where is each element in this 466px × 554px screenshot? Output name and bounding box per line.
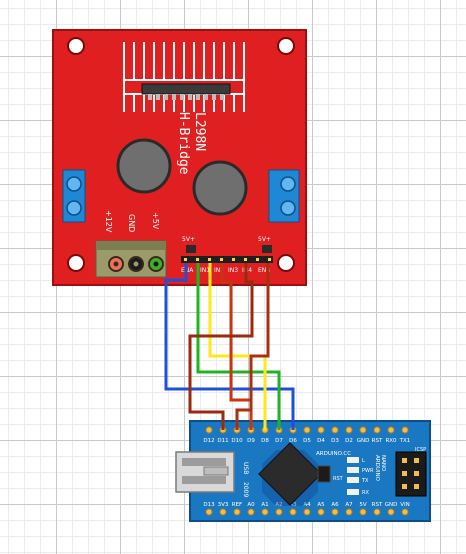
nano-pin-a6: A6 bbox=[331, 502, 339, 508]
motor-terminal-b bbox=[268, 169, 300, 223]
chip-pins bbox=[148, 94, 224, 100]
l298n-board: L298N H-Bridge +12V GND +5V bbox=[52, 29, 307, 286]
nano-pin-d11: D11 bbox=[217, 438, 228, 444]
led-pwr bbox=[347, 467, 359, 473]
l298n-pcb bbox=[52, 29, 307, 286]
led-label-rx: RX bbox=[362, 490, 369, 496]
capacitor-right bbox=[192, 160, 248, 216]
nano-pin-3v3: 3V3 bbox=[218, 502, 229, 508]
nano-top-pads bbox=[205, 426, 409, 434]
nano-pin-d13: D13 bbox=[203, 502, 215, 508]
control-header bbox=[181, 256, 273, 263]
led-tx bbox=[347, 477, 359, 483]
nano-pin-d10: D10 bbox=[231, 438, 243, 444]
driver-subtitle: H-Bridge bbox=[176, 112, 191, 175]
icsp-header bbox=[395, 451, 427, 497]
nano-pin-d7: D7 bbox=[275, 438, 283, 444]
nano-bottom-pads bbox=[205, 508, 409, 516]
nano-pin-a0: A0 bbox=[247, 502, 255, 508]
nano-pin-d6: D6 bbox=[289, 438, 297, 444]
nano-pin-d12: D12 bbox=[203, 438, 214, 444]
pin-label-enb: ENB bbox=[258, 267, 270, 274]
nano-pin-d2: D2 bbox=[345, 438, 353, 444]
nano-pin-d9: D9 bbox=[247, 438, 255, 444]
nano-pin-gnd-bottom: GND bbox=[385, 502, 398, 508]
led-label-l: L bbox=[362, 458, 365, 464]
nano-pin-rx0: RX0 bbox=[385, 438, 397, 444]
arduino-nano: D12 D11 D10 D9 D8 D7 D6 D5 D4 D3 D2 GND … bbox=[175, 420, 431, 522]
l298n-chip bbox=[141, 83, 231, 95]
wire-in4-d11 bbox=[188, 263, 254, 430]
nano-pin-ref: REF bbox=[232, 502, 242, 508]
nano-pin-vin: VIN bbox=[400, 502, 410, 508]
mount-hole-tr bbox=[277, 37, 295, 55]
pin-label-ena: ENA bbox=[181, 267, 194, 274]
year-label: 2009 bbox=[242, 482, 249, 497]
wire-ena-d6 bbox=[164, 263, 295, 430]
led-label-pwr: PWR bbox=[362, 468, 374, 474]
mount-hole-bl bbox=[67, 254, 85, 272]
jumper-label-left: 5V+ bbox=[182, 236, 195, 243]
led-rx bbox=[347, 489, 359, 495]
nano-pin-gnd-top: GND bbox=[357, 438, 370, 444]
motor-terminal-a bbox=[62, 169, 86, 223]
model-label-line2: NANO bbox=[380, 455, 386, 472]
nano-pin-a1: A1 bbox=[261, 502, 268, 508]
wire-in3-d9 bbox=[220, 263, 253, 430]
microcontroller-chip bbox=[258, 442, 322, 506]
brand-label: ARDUINO.CC bbox=[316, 451, 351, 457]
nano-pin-5v: 5V bbox=[359, 502, 366, 508]
pin-label-in2: IN2 bbox=[214, 267, 224, 274]
jumper-right bbox=[262, 245, 272, 253]
nano-pin-d8: D8 bbox=[261, 438, 269, 444]
capacitor-left bbox=[116, 138, 172, 194]
wire-enb-d10 bbox=[235, 263, 270, 430]
wire-in1-d7 bbox=[196, 263, 281, 430]
nano-pin-d4: D4 bbox=[317, 438, 325, 444]
icsp-label: ICSP bbox=[415, 447, 426, 453]
jumper-label-right: 5V+ bbox=[258, 236, 271, 243]
power-label-gnd: GND bbox=[127, 214, 136, 232]
usb-label: USB bbox=[242, 462, 249, 474]
nano-pin-a4: A4 bbox=[303, 502, 311, 508]
nano-pin-d5: D5 bbox=[303, 438, 311, 444]
driver-title: L298N bbox=[192, 112, 207, 151]
nano-pin-a3: A3 bbox=[289, 502, 297, 508]
wire-in2-d8 bbox=[208, 263, 267, 430]
power-terminal bbox=[95, 240, 167, 278]
pin-label-in3: IN3 bbox=[228, 267, 238, 274]
nano-pin-d3: D3 bbox=[331, 438, 339, 444]
power-label-5v: +5V bbox=[151, 212, 160, 230]
model-label-line1: ARDUINO bbox=[374, 455, 380, 482]
jumper-left bbox=[186, 245, 196, 253]
reset-label: RST bbox=[333, 476, 344, 482]
nano-pin-rst-top: RST bbox=[372, 438, 383, 444]
nano-pin-a5: A5 bbox=[317, 502, 325, 508]
pin-label-in1: IN1 bbox=[200, 267, 210, 274]
usb-connector bbox=[175, 451, 235, 493]
wires bbox=[164, 263, 295, 430]
nano-pin-a7: A7 bbox=[345, 502, 353, 508]
nano-pin-a2: A2 bbox=[275, 502, 282, 508]
mount-hole-tl bbox=[67, 37, 85, 55]
nano-pin-rst-bottom: RST bbox=[372, 502, 383, 508]
power-label-12v: +12V bbox=[104, 210, 113, 233]
nano-pin-tx1: TX1 bbox=[399, 438, 411, 444]
mount-hole-br bbox=[277, 254, 295, 272]
led-label-tx: TX bbox=[361, 478, 369, 484]
led-l bbox=[347, 457, 359, 463]
reset-button[interactable] bbox=[317, 465, 331, 483]
